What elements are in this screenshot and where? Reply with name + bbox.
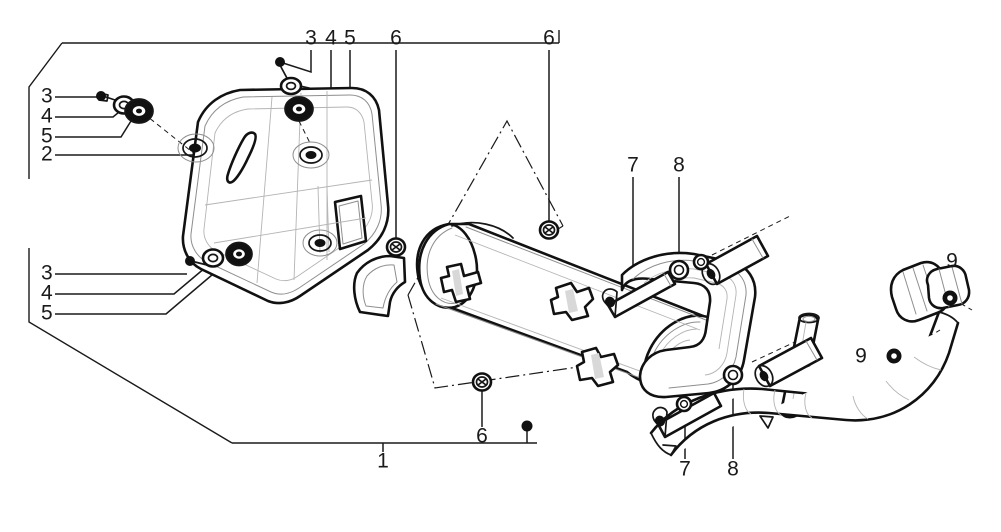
callout-1-bottom: 1	[377, 450, 389, 473]
screw-3-upper-left	[96, 91, 119, 102]
washer-4-lower-left	[201, 248, 225, 268]
callout-2-heat-shield: 2	[41, 143, 53, 166]
nut-9-lower	[886, 348, 902, 364]
callout-6-top-left: 6	[390, 27, 402, 50]
callout-9-right: 9	[946, 250, 958, 273]
fasteners-manifold-nuts	[886, 290, 958, 364]
callout-4-top: 4	[325, 27, 337, 50]
callout-8-bottom: 8	[727, 458, 739, 481]
callout-7-bottom: 7	[679, 458, 691, 481]
bolt-7-lower	[652, 391, 723, 439]
fasteners-bracket	[601, 234, 824, 439]
nut-9-upper	[942, 290, 958, 306]
silencer-clip-upper-left	[439, 262, 483, 304]
bolt-7-upper-right	[701, 234, 770, 286]
callout-frame	[28, 30, 560, 444]
callout-3-upper-left: 3	[41, 85, 53, 108]
shield-boss-top-right	[292, 141, 330, 169]
callout-8-top: 8	[673, 154, 685, 177]
bolt-6-bottom	[471, 372, 493, 392]
grommet-5-lower-left	[225, 241, 253, 267]
nut-8-lower	[722, 364, 744, 386]
callout-6-top-right: 6	[543, 27, 555, 50]
grommet-5-top	[284, 96, 314, 122]
nut-8-upper	[668, 259, 690, 281]
silencer-clip-lower	[575, 346, 620, 388]
bolt-6-top-left	[385, 237, 407, 257]
part-1-marker	[521, 420, 533, 432]
screw-3-top	[275, 57, 289, 81]
callout-6-bottom: 6	[476, 425, 488, 448]
fastener-stack-lower-left	[185, 241, 253, 268]
silencer-clip-middle	[549, 281, 595, 322]
fastener-stack-top	[275, 57, 314, 146]
bolt-6-top-right	[538, 220, 560, 240]
fastener-stack-upper-left	[96, 91, 154, 124]
callout-7-top: 7	[627, 154, 639, 177]
callout-4-upper-left: 4	[41, 105, 53, 128]
part-heat-shield	[177, 86, 407, 318]
callout-5-lower-left: 5	[41, 302, 53, 325]
bolt-7-upper	[601, 270, 677, 319]
nut-8-lower-left	[675, 395, 693, 413]
shield-boss-lower-middle	[302, 229, 338, 257]
fasteners-silencer-mount	[385, 220, 560, 392]
callout-3-top: 3	[305, 27, 317, 50]
callout-3-lower-left: 3	[41, 262, 53, 285]
callout-labels: 3 4 5 2 3 4 5 3 4 5 6 6 7 8 9 9 6 1 7 8	[41, 27, 958, 481]
bolt-7-lower-right	[754, 336, 824, 388]
callout-9-lower: 9	[855, 345, 867, 368]
shield-boss-upper-left	[177, 133, 215, 163]
callout-4-lower-left: 4	[41, 282, 53, 305]
callout-5-top: 5	[344, 27, 356, 50]
grommet-5-upper-left	[124, 98, 154, 124]
washer-4-top	[279, 76, 303, 96]
nut-8-upper-right	[692, 253, 710, 271]
callout-5-upper-left: 5	[41, 125, 53, 148]
